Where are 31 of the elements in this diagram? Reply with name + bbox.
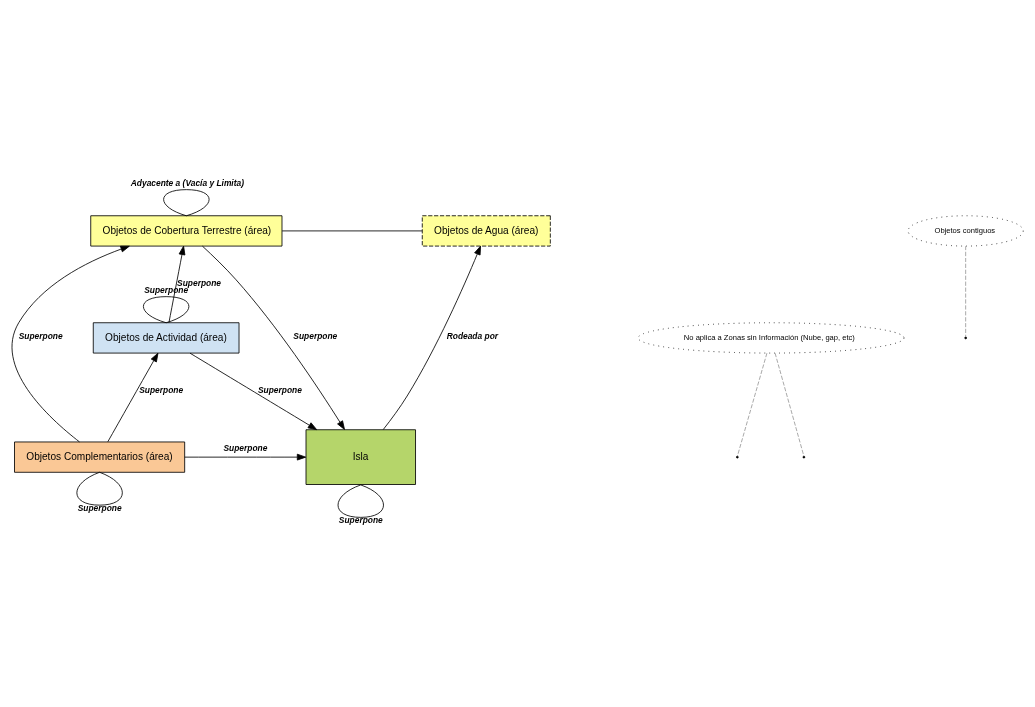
edge-label: Superpone bbox=[293, 331, 338, 342]
edge-label: Superpone bbox=[77, 503, 122, 514]
connector bbox=[337, 484, 384, 518]
arrow bbox=[382, 245, 481, 430]
node-ellipse: No aplica a Zonas sin Información (Nube, gap, etc) bbox=[637, 322, 905, 354]
connector bbox=[281, 230, 423, 232]
node-box: Objetos de Cobertura Terrestre (área) bbox=[90, 215, 283, 247]
connector bbox=[76, 471, 123, 506]
node-box: Objetos Complementarios (área) bbox=[14, 441, 186, 473]
connector bbox=[163, 189, 210, 217]
edge-label: Superpone bbox=[139, 384, 184, 395]
connector bbox=[774, 352, 805, 457]
edge-label: Adyacente a (Vacía y Limita) bbox=[130, 178, 244, 189]
edge-label: Rodeada por bbox=[446, 331, 499, 342]
connector bbox=[965, 245, 967, 338]
arrow bbox=[168, 245, 186, 323]
edge-label: Superpone bbox=[257, 384, 302, 395]
arrow bbox=[202, 245, 345, 430]
arrow bbox=[11, 245, 130, 443]
connector bbox=[143, 296, 190, 324]
arrow bbox=[189, 352, 318, 431]
node-ellipse: Objetos contiguos bbox=[907, 215, 1024, 247]
edge-label: Superpone bbox=[18, 331, 63, 342]
connector bbox=[737, 352, 768, 457]
arrow bbox=[184, 453, 307, 461]
edge-label: Superpone bbox=[223, 443, 268, 454]
arrow bbox=[107, 352, 159, 443]
node-box: Isla bbox=[305, 429, 416, 485]
node-box: Objetos de Actividad (área) bbox=[92, 322, 240, 354]
node-box: Objetos de Agua (área) bbox=[421, 215, 551, 247]
edge-label: Superpone bbox=[338, 515, 383, 526]
